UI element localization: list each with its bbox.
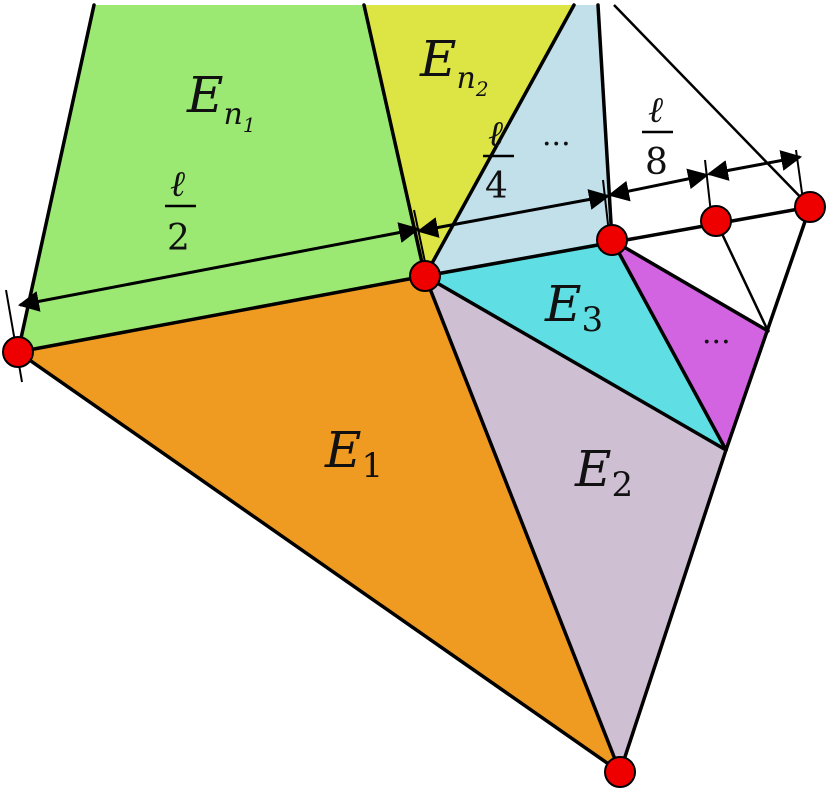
vertex xyxy=(794,191,826,223)
fraction-eighth: ℓ 8 xyxy=(642,90,673,183)
region-e1 xyxy=(18,276,620,772)
vertex xyxy=(409,260,441,292)
label-en1: En1 xyxy=(186,66,256,137)
mesh-vertices xyxy=(2,191,826,788)
vertex xyxy=(2,336,34,368)
fraction-half: ℓ 2 xyxy=(165,164,196,259)
region-en2 xyxy=(364,5,574,276)
vertex xyxy=(700,205,732,237)
svg-text:ℓ: ℓ xyxy=(170,164,185,205)
ellipsis-right: ··· xyxy=(702,325,731,360)
svg-text:ℓ: ℓ xyxy=(488,114,503,155)
svg-text:4: 4 xyxy=(485,166,508,207)
label-e1: E1 xyxy=(324,421,383,486)
label-e2: E2 xyxy=(574,440,633,505)
region-e3 xyxy=(425,240,726,450)
label-en2: En2 xyxy=(419,30,489,101)
region-ellipsis-right xyxy=(612,240,768,450)
svg-text:8: 8 xyxy=(645,142,668,183)
svg-text:ℓ: ℓ xyxy=(648,90,663,131)
svg-text:2: 2 xyxy=(167,218,190,259)
vertex xyxy=(596,224,628,256)
ellipsis-top: ··· xyxy=(542,127,571,162)
region-e2 xyxy=(425,276,726,772)
label-e3: E3 xyxy=(544,275,603,340)
fraction-quarter: ℓ 4 xyxy=(483,114,514,207)
vertex xyxy=(604,756,636,788)
